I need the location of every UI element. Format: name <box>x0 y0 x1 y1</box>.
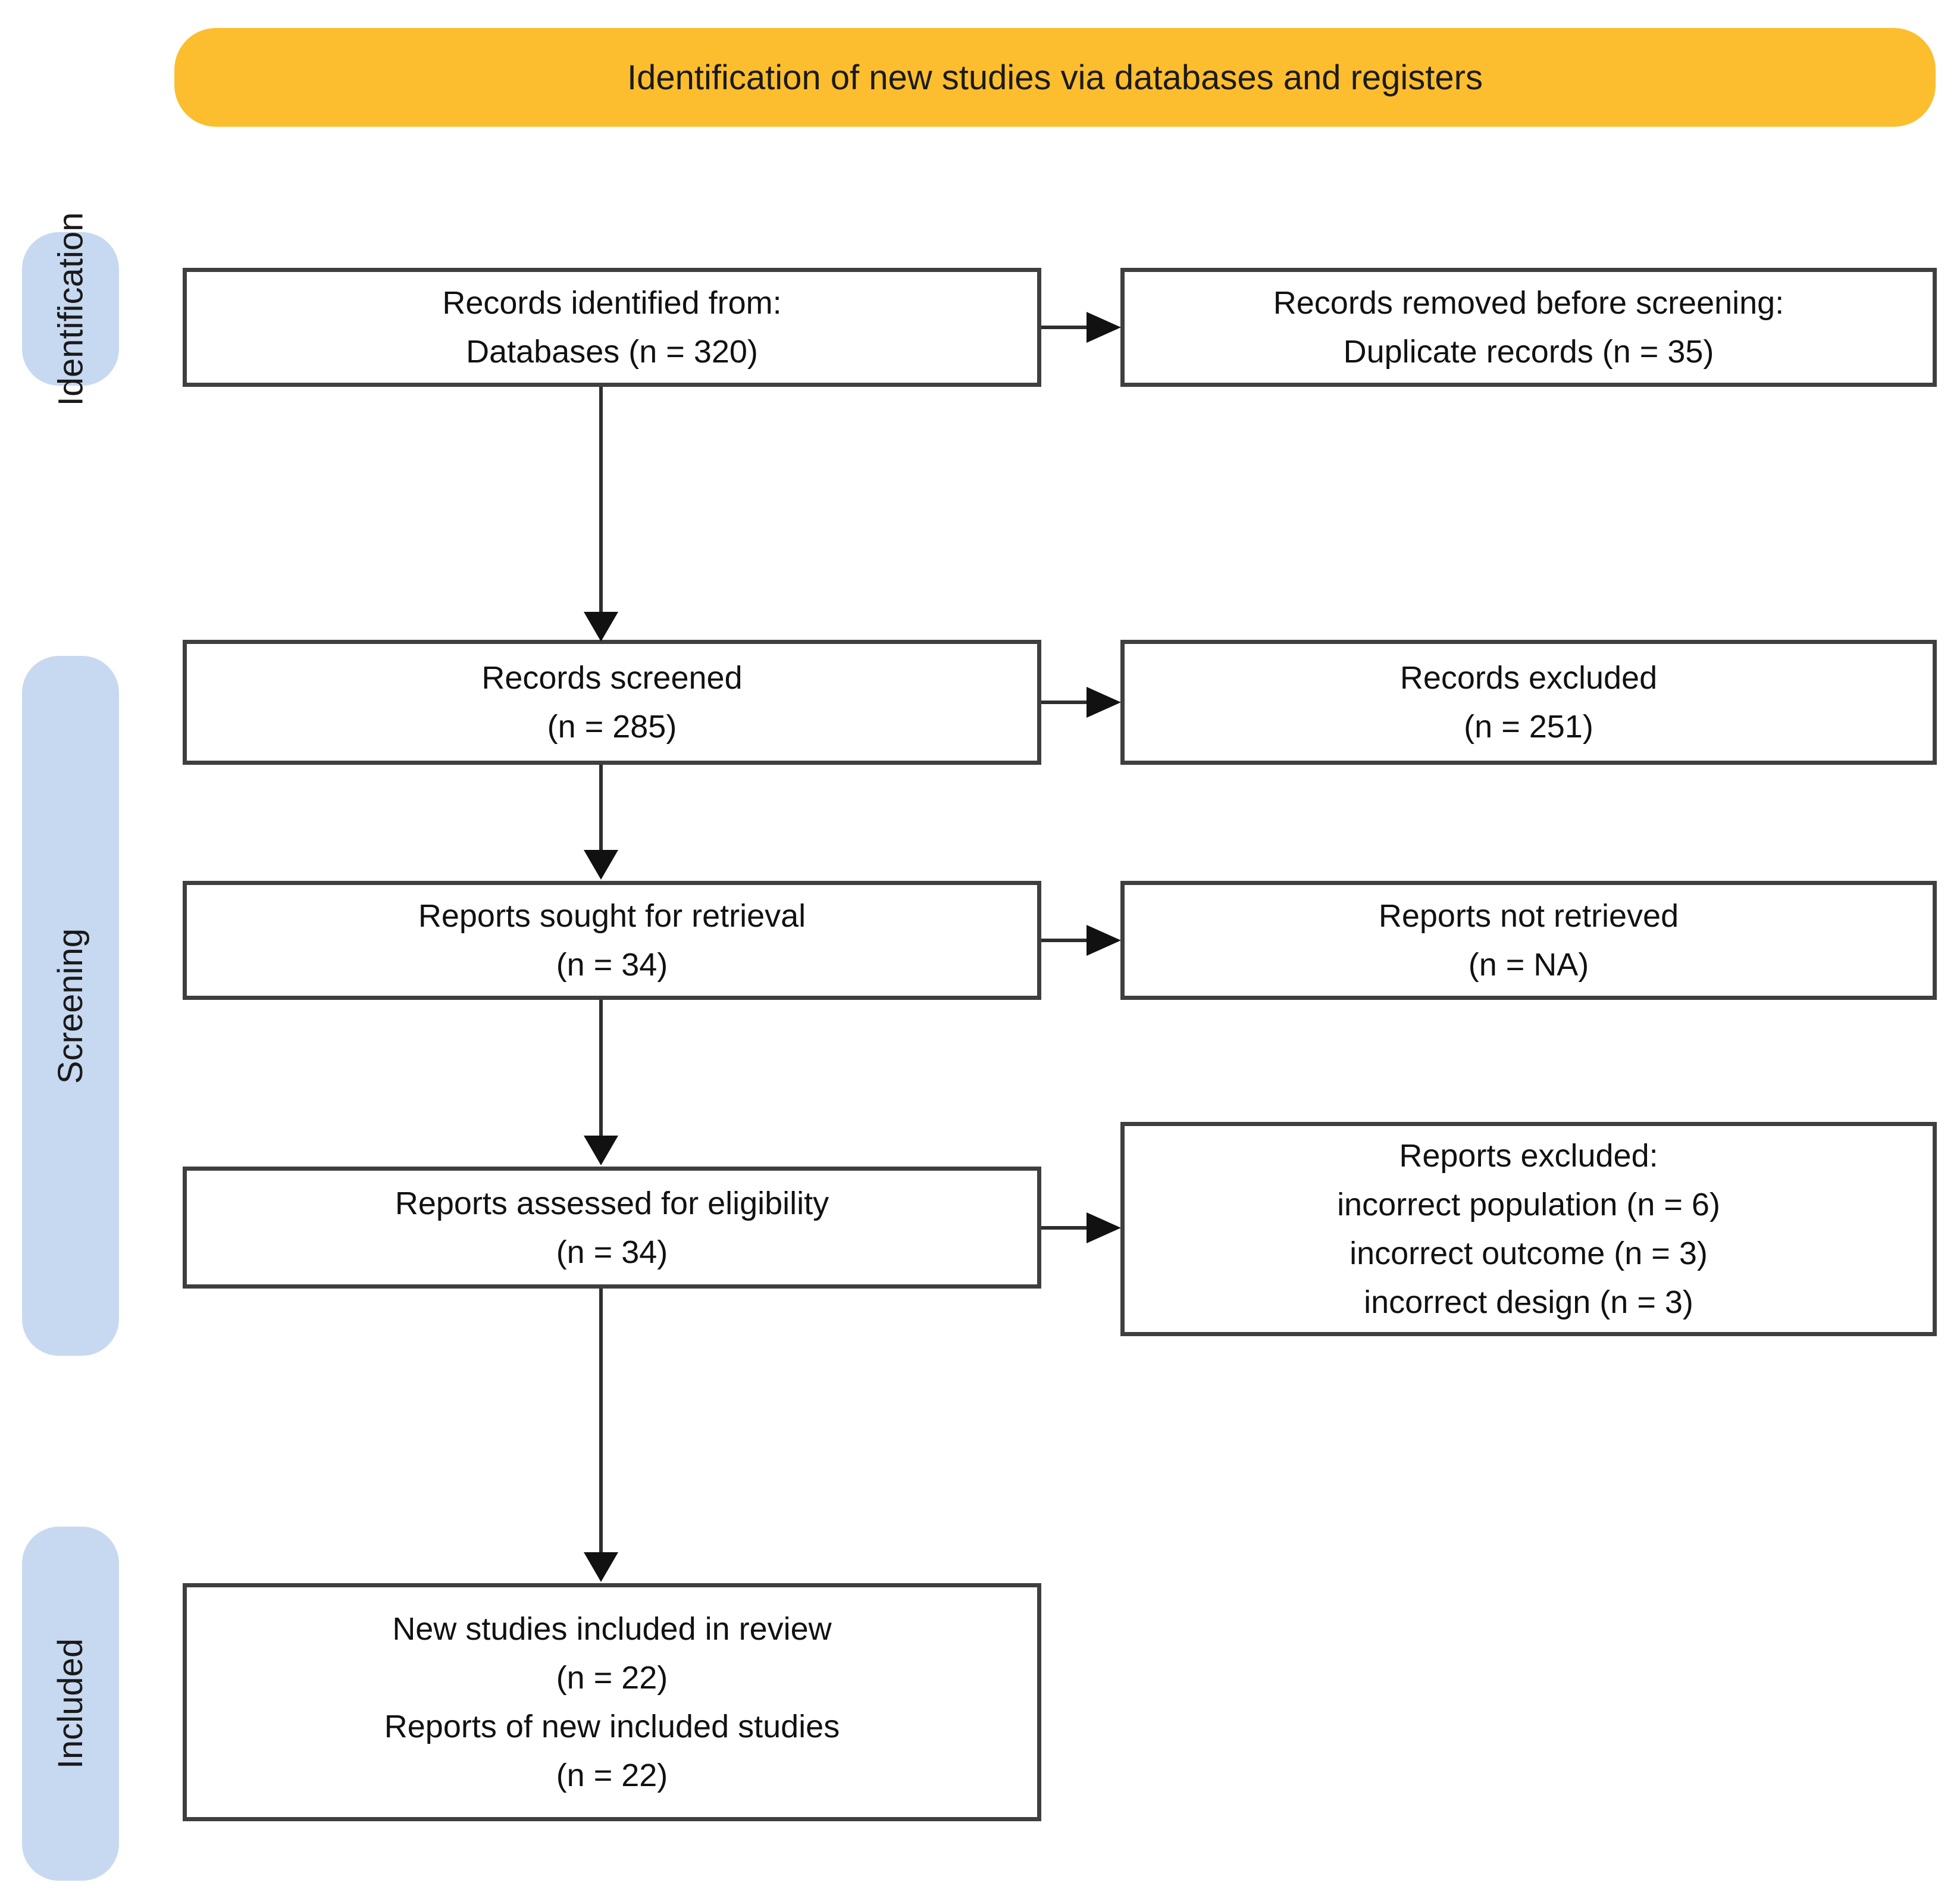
arrow-sought-to-not-retrieved-line <box>1041 939 1089 942</box>
banner-title: Identification of new studies via databa… <box>174 28 1936 127</box>
box-line: incorrect outcome (n = 3) <box>1350 1236 1708 1271</box>
box-line: Duplicate records (n = 35) <box>1343 334 1714 370</box>
box-records-screened: Records screened (n = 285) <box>183 640 1041 765</box>
stage-label-screening: Screening <box>22 656 119 1356</box>
box-line: Records identified from: <box>442 285 782 321</box>
box-line: incorrect population (n = 6) <box>1337 1187 1720 1222</box>
box-line: Reports of new included studies <box>384 1709 840 1744</box>
arrow-screened-to-excluded-head <box>1087 687 1121 718</box>
arrow-identified-to-screened-head <box>584 612 618 642</box>
box-line: Records screened <box>481 660 743 696</box>
box-line: Records removed before screening: <box>1273 285 1784 321</box>
box-records-removed: Records removed before screening: Duplic… <box>1120 268 1937 387</box>
box-line: (n = 22) <box>556 1660 668 1696</box>
arrow-identified-to-screened-line <box>599 387 603 613</box>
box-line: Reports assessed for eligibility <box>394 1185 829 1221</box>
stage-label-included: Included <box>22 1527 119 1881</box>
stage-label-screening-text: Screening <box>51 928 90 1084</box>
box-reports-excluded: Reports excluded: incorrect population (… <box>1120 1122 1937 1336</box>
arrow-sought-to-not-retrieved-head <box>1087 925 1121 956</box>
arrow-screened-to-excluded-line <box>1041 701 1089 704</box>
box-records-excluded: Records excluded (n = 251) <box>1120 640 1937 765</box>
box-line: (n = 251) <box>1464 709 1593 745</box>
arrow-sought-to-assessed-head <box>584 1136 618 1165</box>
stage-label-included-text: Included <box>51 1638 90 1769</box>
box-line: Databases (n = 320) <box>466 334 758 370</box>
box-new-studies-included: New studies included in review (n = 22) … <box>183 1583 1041 1821</box>
arrow-sought-to-assessed-line <box>599 1000 603 1139</box>
arrow-assessed-to-reports-excluded-head <box>1087 1212 1121 1243</box>
arrow-screened-to-sought-line <box>599 765 603 853</box>
box-line: Reports sought for retrieval <box>418 898 806 934</box>
arrow-identified-to-removed-head <box>1087 312 1121 343</box>
box-line: incorrect design (n = 3) <box>1364 1284 1693 1320</box>
arrow-identified-to-removed-line <box>1041 326 1089 329</box>
stage-label-identification-text: Identification <box>51 212 90 406</box>
box-reports-sought: Reports sought for retrieval (n = 34) <box>183 881 1041 1000</box>
stage-label-identification: Identification <box>22 212 119 406</box>
arrow-assessed-to-included-line <box>599 1289 603 1555</box>
box-records-identified: Records identified from: Databases (n = … <box>183 268 1041 387</box>
box-line: (n = NA) <box>1468 947 1589 983</box>
box-reports-assessed: Reports assessed for eligibility (n = 34… <box>183 1167 1041 1289</box>
box-line: Reports not retrieved <box>1378 898 1679 934</box>
box-line: New studies included in review <box>392 1611 832 1647</box>
box-line: (n = 34) <box>556 1234 668 1270</box>
arrow-assessed-to-included-head <box>584 1552 618 1582</box>
banner-title-text: Identification of new studies via databa… <box>627 58 1483 97</box>
box-line: (n = 285) <box>547 709 677 745</box>
box-line: (n = 22) <box>556 1758 668 1793</box>
arrow-screened-to-sought-head <box>584 850 618 880</box>
box-line: Records excluded <box>1399 660 1658 696</box>
box-line: (n = 34) <box>556 947 668 983</box>
arrow-assessed-to-reports-excluded-line <box>1041 1226 1089 1230</box>
box-line: Reports excluded: <box>1399 1138 1658 1174</box>
box-reports-not-retrieved: Reports not retrieved (n = NA) <box>1120 881 1937 1000</box>
